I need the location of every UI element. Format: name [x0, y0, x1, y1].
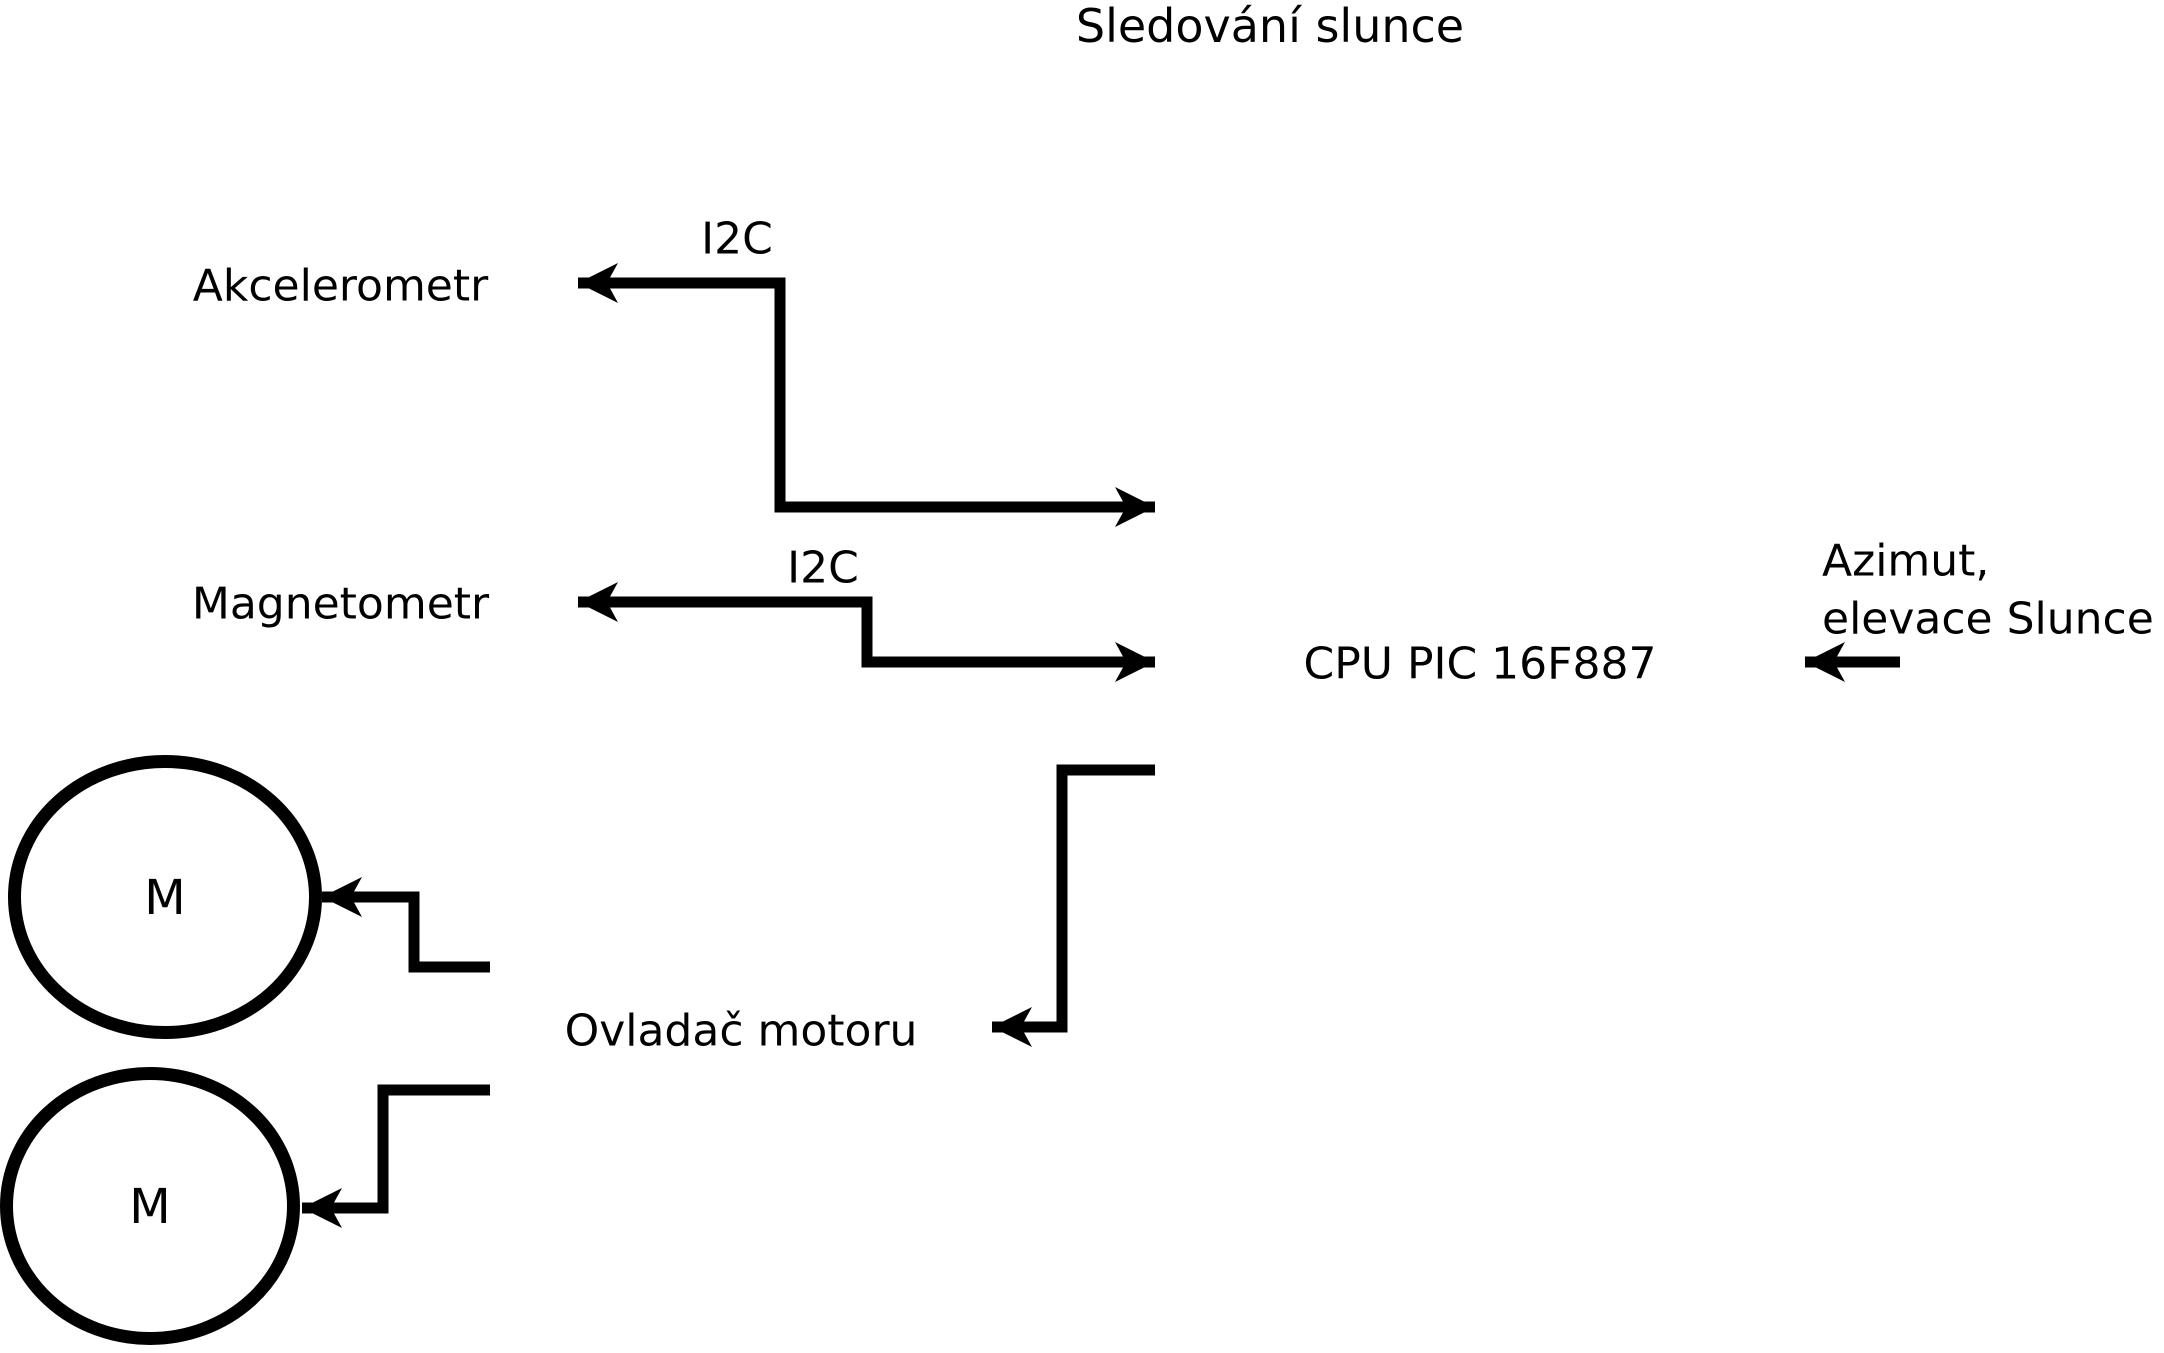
i2c-akcelerometr-line	[578, 277, 1155, 513]
i2c-akcelerometr-line-arrowhead-start	[578, 263, 618, 303]
box-label-akcelerometr: Akcelerometr	[193, 260, 489, 311]
i2c-magnetometr-line-arrowhead-end	[1115, 642, 1155, 682]
box-cpu: CPU PIC 16F887	[1304, 638, 1657, 689]
motor-2: M	[0, 1067, 300, 1345]
box-akcelerometr: Akcelerometr	[193, 260, 489, 311]
i2c-magnetometr-line	[578, 596, 1155, 668]
motor-1-circle	[8, 755, 322, 1039]
box-label-ovladac-motoru: Ovladač motoru	[565, 1005, 918, 1056]
motor-1: M	[8, 755, 322, 1039]
box-label-magnetometr: Magnetometr	[192, 578, 490, 629]
i2c-akcelerometr-line-arrowhead-end	[1115, 487, 1155, 527]
azimut-label-line2: elevace Slunce	[1822, 593, 2154, 644]
box-label-cpu: CPU PIC 16F887	[1304, 638, 1657, 689]
cpu-to-ovladac-line	[992, 764, 1155, 1033]
motor-2-label: M	[129, 1179, 170, 1235]
i2c-label-2: I2C	[787, 542, 859, 593]
i2c-magnetometr-line-arrowhead-start	[578, 582, 618, 622]
box-magnetometr: Magnetometr	[192, 578, 490, 629]
ovladac-to-motor2-line-arrowhead-end	[302, 1188, 342, 1228]
box-ovladac-motoru: Ovladač motoru	[565, 1005, 918, 1056]
i2c-label-1: I2C	[701, 213, 773, 264]
motor-2-circle	[0, 1067, 300, 1345]
cpu-to-ovladac-line-arrowhead-end	[992, 1007, 1032, 1047]
motor-1-label: M	[144, 870, 185, 926]
ovladac-to-motor1-line	[322, 891, 490, 973]
ovladac-to-motor1-line-arrowhead-end	[322, 877, 362, 917]
azimut-label-line1: Azimut,	[1822, 535, 1989, 586]
azimut-input-line-arrowhead-end	[1805, 642, 1845, 682]
diagram-title: Sledování slunce	[1076, 0, 1464, 53]
ovladac-to-motor2-line	[302, 1084, 490, 1214]
